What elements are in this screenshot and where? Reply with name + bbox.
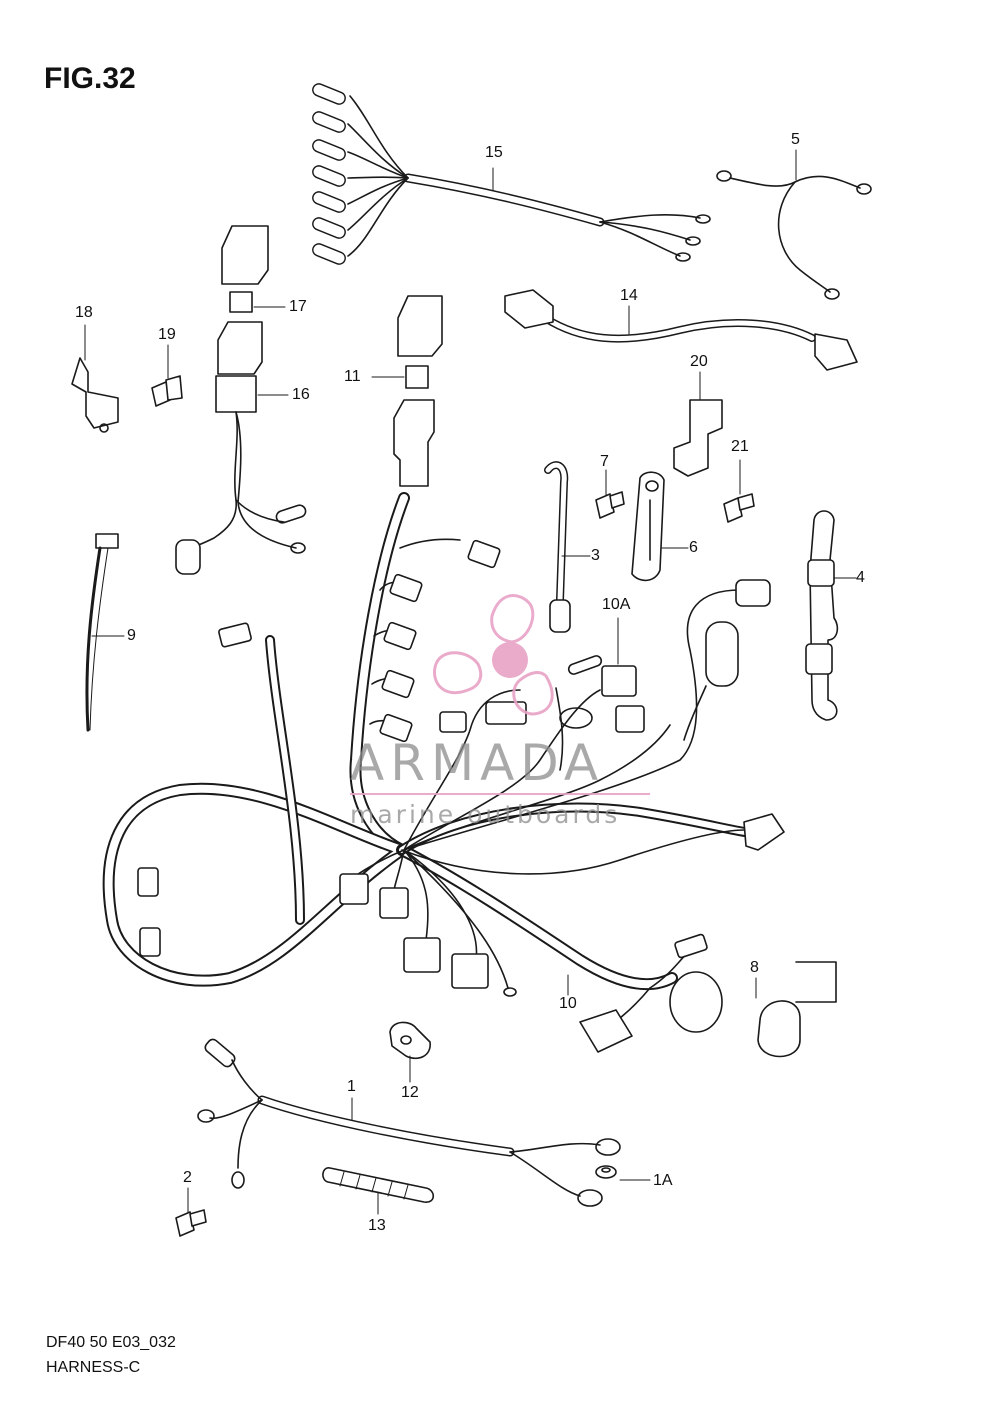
part-11-relay xyxy=(371,295,443,487)
callout-21: 21 xyxy=(731,438,749,455)
callout-2: 2 xyxy=(183,1169,192,1186)
callout-5: 5 xyxy=(791,131,800,148)
part-15-harness xyxy=(312,83,711,265)
callout-7: 7 xyxy=(600,453,609,470)
callout-20: 20 xyxy=(690,353,708,370)
part-12-grommet xyxy=(389,1021,431,1083)
callout-13: 13 xyxy=(368,1217,386,1234)
part-2-bolt xyxy=(175,1187,207,1237)
callout-10: 10 xyxy=(559,995,577,1012)
callout-4: 4 xyxy=(856,569,865,586)
watermark-logo xyxy=(350,594,650,795)
part-1-harness xyxy=(197,1038,621,1207)
callout-19: 19 xyxy=(158,326,176,343)
part-13-sleeve xyxy=(322,1167,435,1215)
part-1a-nut xyxy=(595,1165,651,1181)
callout-14: 14 xyxy=(620,287,638,304)
part-18-bracket xyxy=(71,324,119,433)
callout-10a: 10A xyxy=(602,596,631,613)
part-9-cable-tie xyxy=(85,533,125,732)
callout-18: 18 xyxy=(75,304,93,321)
part-16-connector xyxy=(175,321,307,575)
callout-8: 8 xyxy=(750,959,759,976)
part-7-bolt xyxy=(595,469,625,519)
figure-title: FIG.32 xyxy=(44,62,136,95)
callout-6: 6 xyxy=(689,539,698,556)
part-10a-sensor xyxy=(439,617,739,771)
part-14-harness xyxy=(504,289,858,371)
part-20-bracket xyxy=(673,371,723,477)
part-4-holder xyxy=(805,510,857,721)
callout-9: 9 xyxy=(127,627,136,644)
part-21-bolt xyxy=(723,459,755,523)
callout-11: 11 xyxy=(344,368,361,385)
callout-1: 1 xyxy=(347,1078,356,1095)
part-3-lead xyxy=(544,461,591,633)
callout-17: 17 xyxy=(289,298,307,315)
part-5-ground-wire xyxy=(716,149,872,300)
part-10-main-harness xyxy=(102,492,785,1053)
callout-15: 15 xyxy=(485,144,503,161)
callout-16: 16 xyxy=(292,386,310,403)
part-17-relay xyxy=(221,225,286,313)
part-6-strap xyxy=(631,471,689,582)
part-8-cap xyxy=(755,961,837,1058)
callout-12: 12 xyxy=(401,1084,419,1101)
callout-3: 3 xyxy=(591,547,600,564)
watermark-brand: ARMADA xyxy=(350,734,605,792)
model-code: DF40 50 E03_032 xyxy=(46,1334,176,1351)
part-19-bolt xyxy=(151,344,183,407)
watermark-tagline: marine outboards xyxy=(350,800,621,829)
section-name: HARNESS-C xyxy=(46,1359,141,1376)
callout-1a: 1A xyxy=(653,1172,673,1189)
